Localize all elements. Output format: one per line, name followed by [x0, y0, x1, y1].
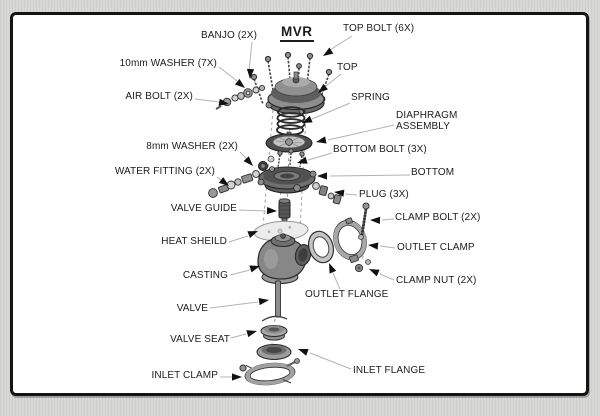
label-diaphragm-line1: DIAPHRAGM — [396, 110, 458, 121]
bottom-housing-part — [257, 166, 317, 194]
diaphragm-assembly-part — [265, 131, 313, 153]
inlet-clamp-part — [239, 358, 300, 386]
label-valve-guide: VALVE GUIDE — [170, 203, 237, 214]
valve-guide-part — [278, 198, 291, 223]
casting-part — [257, 233, 312, 284]
label-water-fitting: WATER FITTING (2X) — [114, 166, 215, 177]
label-bottom: BOTTOM — [411, 167, 455, 178]
label-outlet-flange: OUTLET FLANGE — [305, 289, 389, 300]
diagram-frame — [10, 12, 589, 396]
leader-arrowheads — [218, 47, 381, 381]
label-spring: SPRING — [351, 92, 390, 103]
label-diaphragm-assembly: DIAPHRAGM ASSEMBLY — [396, 110, 457, 132]
inlet-flange-part — [256, 343, 292, 361]
spring-part — [276, 106, 306, 136]
banjo-air-bolt-parts — [215, 84, 266, 110]
clamp-bolt-part — [358, 202, 370, 240]
bottom-bolts-part — [257, 148, 305, 171]
label-casting: CASTING — [182, 270, 228, 281]
label-diaphragm-line2: ASSEMBLY — [396, 121, 450, 132]
outlet-clamp-part — [333, 217, 367, 263]
label-valve: VALVE — [176, 303, 208, 314]
label-10mm-washer: 10mm WASHER (7X) — [119, 58, 217, 69]
top-cover-part — [265, 71, 326, 115]
plug-parts — [312, 182, 342, 205]
heat-shield-part — [253, 220, 309, 242]
label-heat-shield: HEAT SHEILD — [161, 236, 227, 247]
label-inlet-flange: INLET FLANGE — [353, 365, 426, 376]
label-clamp-nut: CLAMP NUT (2X) — [396, 275, 477, 286]
label-bottom-bolt: BOTTOM BOLT (3X) — [333, 144, 427, 155]
valve-part — [261, 280, 288, 322]
label-top: TOP — [337, 62, 358, 73]
label-inlet-clamp: INLET CLAMP — [151, 370, 218, 381]
outlet-flange-part — [307, 230, 335, 264]
label-outlet-clamp: OUTLET CLAMP — [397, 242, 475, 253]
label-valve-seat: VALVE SEAT — [170, 334, 230, 345]
label-plug: PLUG (3X) — [359, 189, 409, 200]
valve-seat-part — [260, 325, 288, 341]
clamp-nut-parts — [354, 259, 371, 273]
label-air-bolt: AIR BOLT (2X) — [125, 91, 193, 102]
label-banjo: BANJO (2X) — [200, 30, 257, 41]
label-top-bolt: TOP BOLT (6X) — [343, 23, 415, 34]
diagram-title: MVR — [280, 24, 314, 42]
label-clamp-bolt: CLAMP BOLT (2X) — [395, 212, 481, 223]
label-8mm-washer: 8mm WASHER (2X) — [146, 141, 238, 152]
leader-lines — [194, 35, 411, 378]
water-fitting-parts — [208, 170, 260, 198]
